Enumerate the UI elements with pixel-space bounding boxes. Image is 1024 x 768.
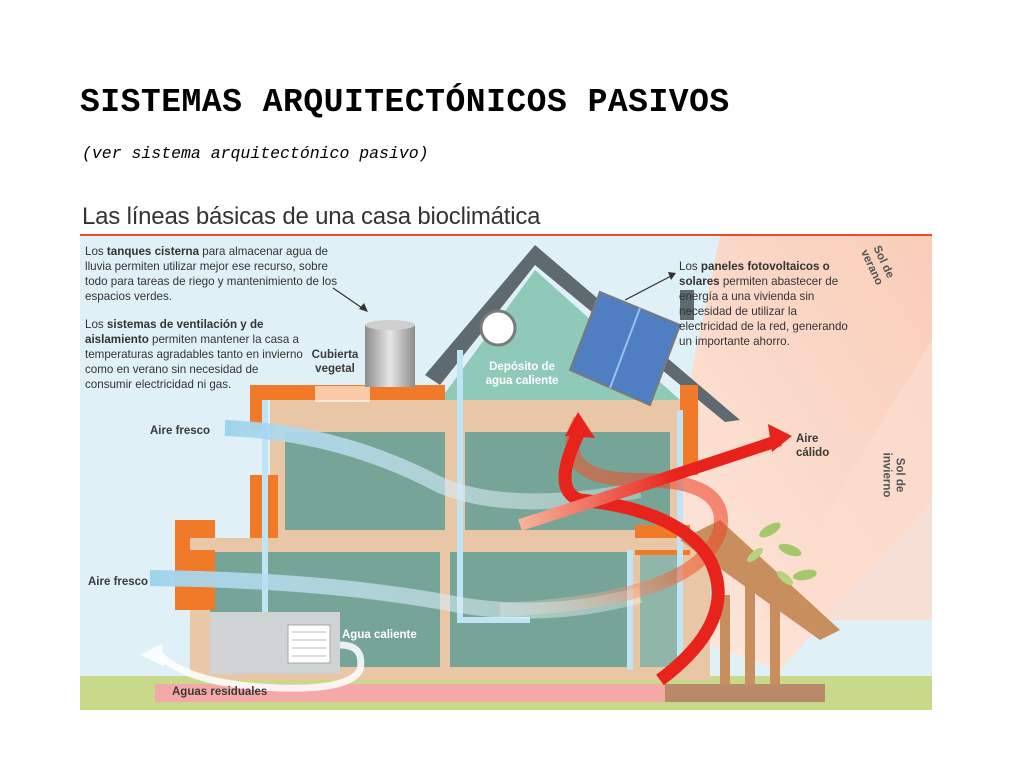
lower-side-room	[640, 552, 680, 667]
chimney	[680, 290, 694, 320]
water-pipes	[262, 350, 683, 670]
deck-base	[665, 684, 825, 702]
solar-panel-description: Los paneles fotovoltaicos o solares perm…	[679, 260, 848, 348]
rain-cistern	[365, 325, 415, 387]
hot-water-tank	[479, 309, 517, 347]
wastewater-label: Aguas residuales	[172, 686, 268, 698]
heater-grille	[287, 624, 331, 664]
bioclimatic-house-figure: Las líneas básicas de una casa bioclimát…	[80, 200, 932, 710]
figure-title: Las líneas básicas de una casa bioclimát…	[82, 203, 541, 230]
wall-left-lower	[175, 520, 215, 610]
sun-beam-winter	[760, 340, 932, 620]
ventilation-description: Los sistemas de ventilación y de aislami…	[85, 318, 303, 391]
fresh-air-label-top: Aire fresco	[150, 425, 211, 437]
slide-title: SISTEMAS ARQUITECTÓNICOS PASIVOS	[80, 84, 730, 121]
warm-air-arrow-rise	[558, 427, 725, 686]
warm-air-arrow-out	[518, 434, 782, 531]
roof	[425, 245, 740, 422]
floor-slab	[190, 538, 690, 550]
house-illustration	[80, 236, 932, 710]
wall-right-upper	[680, 385, 698, 475]
green-roof	[315, 386, 370, 402]
title-rule	[80, 234, 932, 236]
pointer-cistern	[332, 287, 366, 311]
plant	[759, 522, 781, 538]
pointer-solar	[624, 274, 674, 301]
hot-water-label: Agua caliente	[342, 629, 417, 641]
porch-roof	[680, 520, 840, 640]
wastewater-arrow	[157, 641, 365, 692]
warm-air-loop	[499, 416, 728, 617]
cistern-description: Los tanques cisterna para almacenar agua…	[85, 245, 337, 303]
fresh-air-arrow-top	[224, 420, 642, 510]
fresh-air-label-bottom: Aire fresco	[88, 576, 149, 588]
slide-subtitle-link[interactable]: (ver sistema arquitectónico pasivo)	[82, 144, 429, 163]
